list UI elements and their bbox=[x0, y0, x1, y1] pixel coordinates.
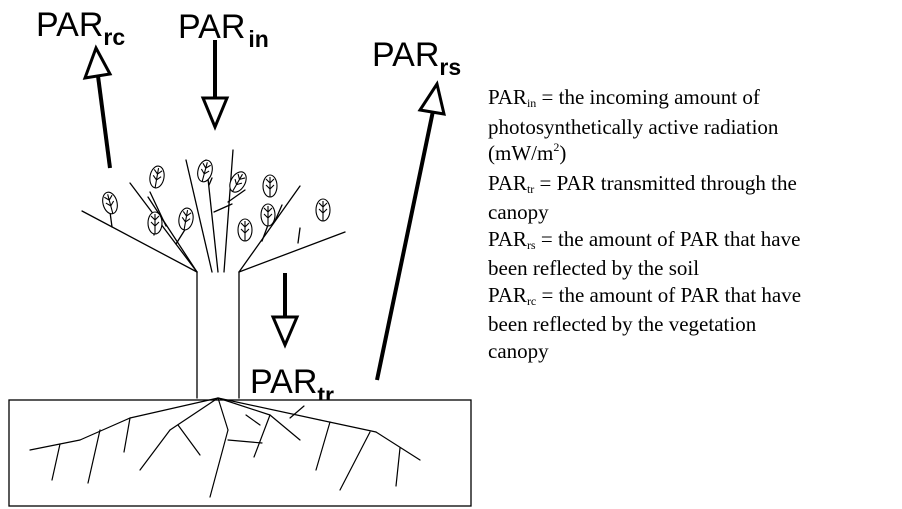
legend: PARin = the incoming amount of photosynt… bbox=[488, 84, 900, 364]
leaf bbox=[147, 211, 163, 235]
leaf bbox=[262, 174, 278, 198]
leaf bbox=[237, 218, 253, 242]
leaves bbox=[102, 159, 331, 242]
legend-par-rs-line2: been reflected by the soil bbox=[488, 256, 700, 280]
arrow-par-in bbox=[200, 40, 230, 131]
label-par-rs: PARrs bbox=[372, 36, 461, 80]
label-par-rc: PARrc bbox=[36, 6, 125, 50]
leaf bbox=[229, 171, 247, 193]
arrow-par-tr bbox=[270, 273, 300, 349]
roots bbox=[29, 397, 421, 498]
legend-par-rc: PARrc = the amount of PAR that have bbox=[488, 282, 802, 308]
arrow-par-rc bbox=[82, 44, 113, 169]
leaf bbox=[178, 207, 194, 231]
tree bbox=[81, 149, 346, 399]
legend-par-in-line2: photosynthetically active radiation bbox=[488, 114, 779, 139]
legend-par-tr-line2: canopy bbox=[488, 200, 549, 224]
legend-par-rs: PARrs = the amount of PAR that have bbox=[488, 226, 801, 252]
legend-par-in-unit: (mW/m2) bbox=[488, 140, 567, 165]
leaf bbox=[197, 159, 213, 183]
leaf bbox=[260, 203, 276, 227]
legend-par-rc-line3: canopy bbox=[488, 338, 549, 363]
arrow-par-rs bbox=[375, 80, 446, 381]
leaf bbox=[315, 198, 331, 222]
leaf bbox=[102, 191, 118, 215]
legend-par-rc-line2: been reflected by the vegetation bbox=[488, 312, 757, 336]
legend-par-in: PARin = the incoming amount of bbox=[488, 85, 760, 110]
soil bbox=[8, 399, 472, 507]
leaf bbox=[149, 165, 165, 189]
legend-par-tr: PARtr = PAR transmitted through the bbox=[488, 170, 797, 196]
